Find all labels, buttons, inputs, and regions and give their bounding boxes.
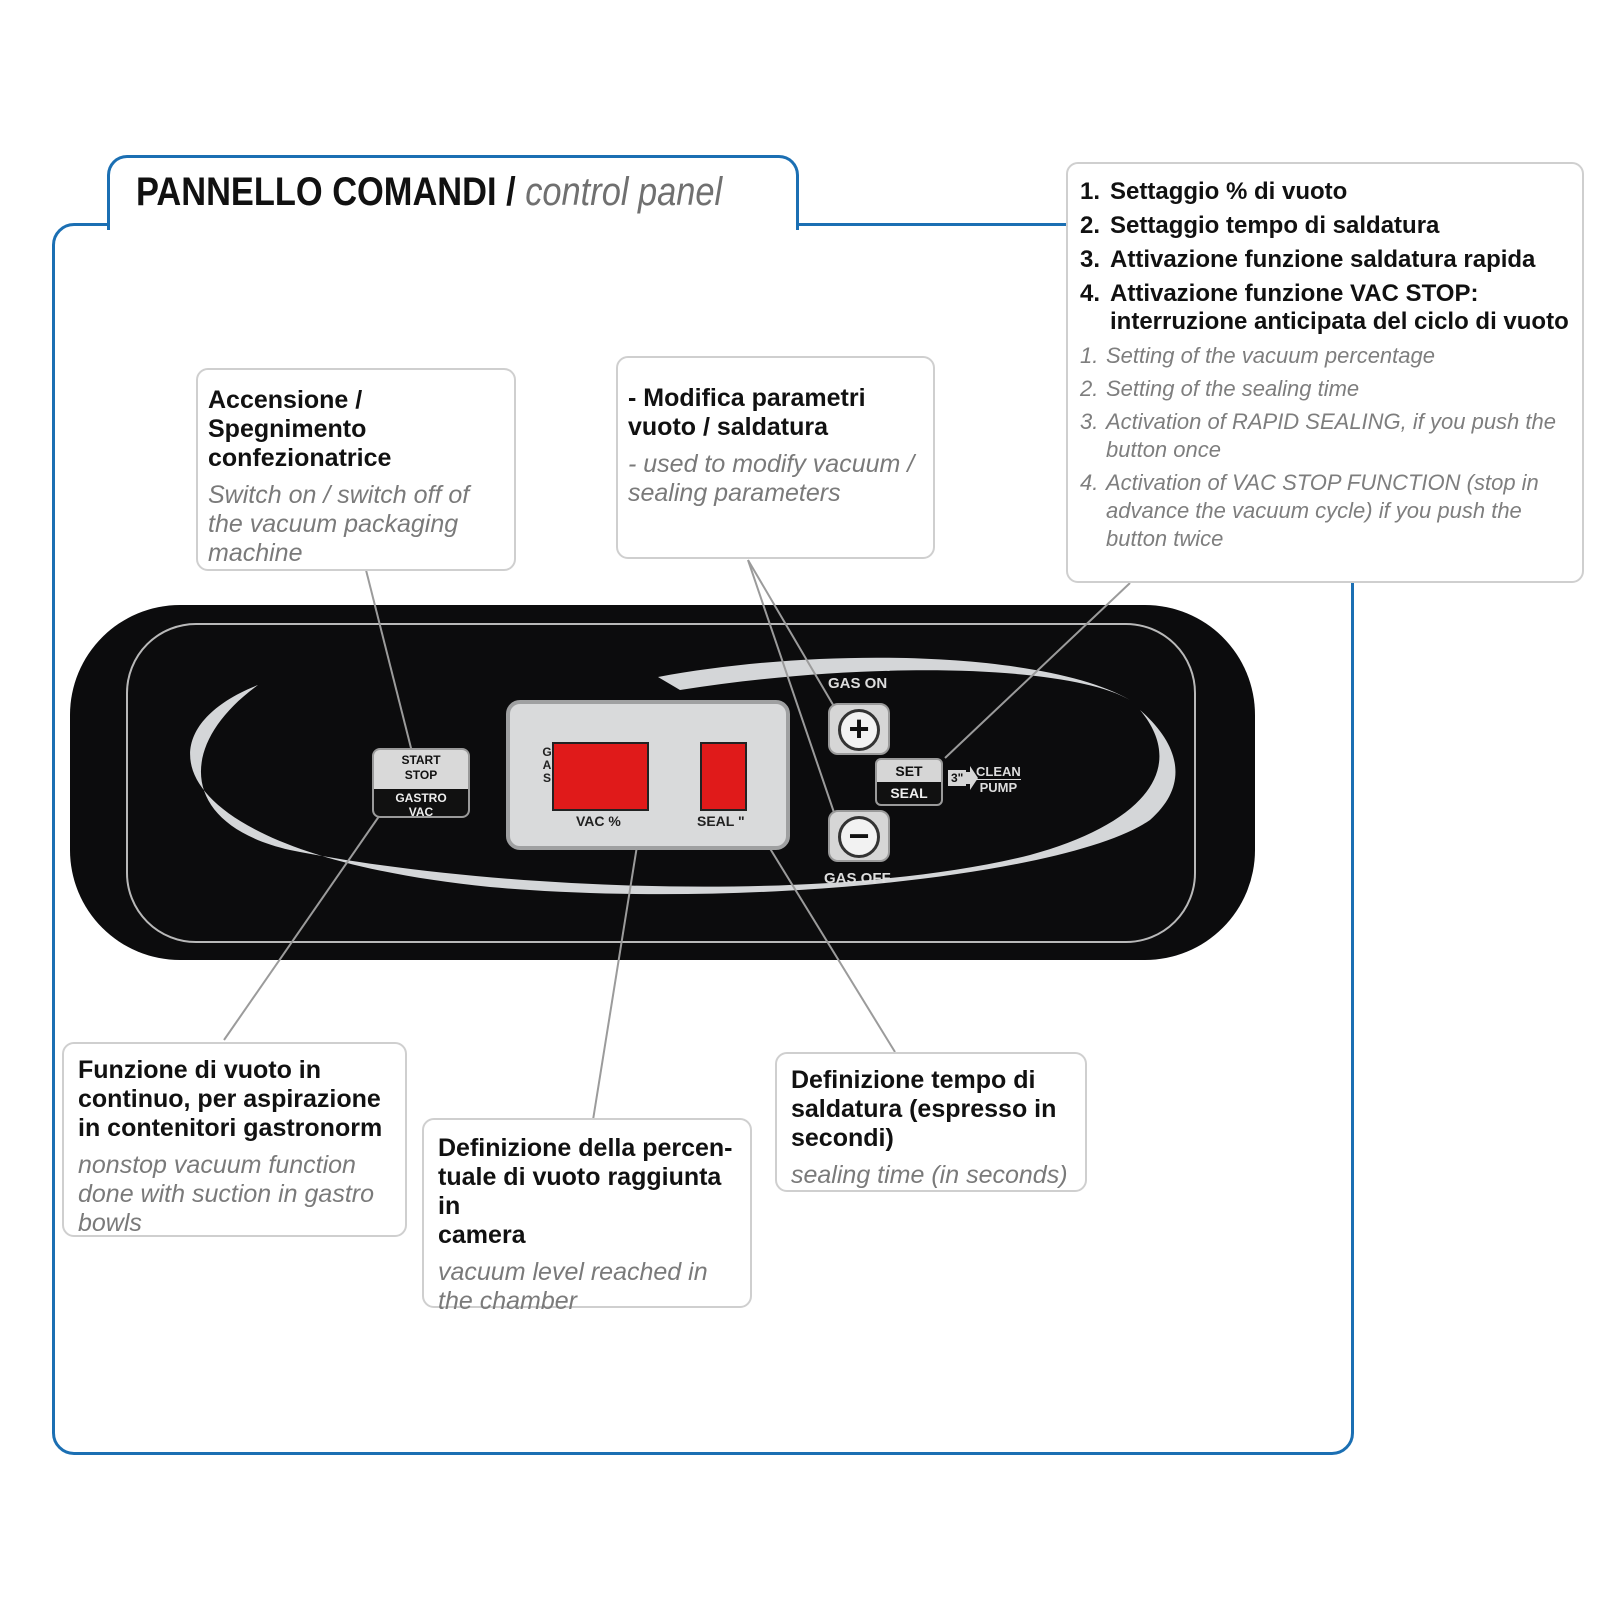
vac-percent-label: VAC % [576, 813, 621, 829]
callout-vac-percent-en: vacuum level reached in the chamber [438, 1258, 708, 1315]
set-item-en-3: 3.Activation of RAPID SEALING, if you pu… [1080, 409, 1556, 462]
callout-power: Accensione / Spegnimento confezionatrice… [196, 368, 516, 571]
plus-icon: + [838, 709, 880, 751]
callout-vac-percent: Definizione della percen- tuale di vuoto… [422, 1118, 752, 1315]
set-item-it-4: 4.Attivazione funzione VAC STOP: interru… [1080, 280, 1569, 335]
start-stop-button[interactable]: START STOP GASTRO VAC [372, 748, 470, 818]
arrow-right-icon [964, 766, 978, 790]
callout-modify-en: - used to modify vacuum / sealing parame… [628, 450, 915, 507]
set-item-it-3: 3.Attivazione funzione saldatura rapida [1080, 246, 1536, 273]
callout-gastro: Funzione di vuoto in continuo, per aspir… [62, 1042, 407, 1237]
callout-gastro-en: nonstop vacuum function done with suctio… [78, 1151, 375, 1237]
callout-power-en: Switch on / switch off of the vacuum pac… [208, 481, 470, 567]
callout-seal-time-en: sealing time (in seconds) [791, 1161, 1068, 1189]
callout-vac-percent-it: Definizione della percen- tuale di vuoto… [438, 1134, 733, 1249]
plus-button[interactable]: + [828, 703, 890, 755]
set-functions-list-en: 1.Setting of the vacuum percentage 2.Set… [1080, 342, 1570, 553]
callout-seal-time: Definizione tempo di saldatura (espresso… [775, 1052, 1087, 1192]
callout-modify: - Modifica parametri vuoto / saldatura -… [616, 356, 935, 559]
set-item-it-2: 2.Settaggio tempo di saldatura [1080, 212, 1440, 239]
page-title: PANNELLO COMANDI / control panel [136, 170, 723, 214]
set-seal-button[interactable]: SET SEAL [875, 758, 943, 806]
gas-on-label: GAS ON [828, 675, 888, 692]
set-item-it-1: 1.Settaggio % di vuoto [1080, 178, 1348, 205]
gas-off-label: GAS OFF [824, 870, 891, 887]
panel-inner-border [126, 623, 1196, 943]
title-tab: PANNELLO COMANDI / control panel [107, 155, 799, 230]
set-item-en-4: 4.Activation of VAC STOP FUNCTION (stop … [1080, 470, 1539, 551]
callout-power-it: Accensione / Spegnimento confezionatrice [208, 386, 392, 472]
clean-pump-label: CLEAN PUMP [976, 764, 1021, 795]
set-functions-list-it: 1.Settaggio % di vuoto 2.Settaggio tempo… [1080, 178, 1570, 336]
minus-icon: − [838, 816, 880, 858]
minus-button[interactable]: − [828, 810, 890, 862]
seal-time-display [700, 742, 747, 811]
callout-gastro-it: Funzione di vuoto in continuo, per aspir… [78, 1056, 383, 1142]
callout-set-functions: 1.Settaggio % di vuoto 2.Settaggio tempo… [1066, 162, 1584, 583]
set-item-en-1: 1.Setting of the vacuum percentage [1080, 343, 1435, 368]
seal-label: SEAL " [697, 813, 745, 829]
callout-modify-it: - Modifica parametri vuoto / saldatura [628, 384, 866, 441]
set-item-en-2: 2.Setting of the sealing time [1080, 376, 1360, 401]
hold-three-seconds-badge: 3" [948, 770, 967, 786]
vac-percent-display [552, 742, 649, 811]
callout-seal-time-it: Definizione tempo di saldatura (espresso… [791, 1066, 1057, 1152]
